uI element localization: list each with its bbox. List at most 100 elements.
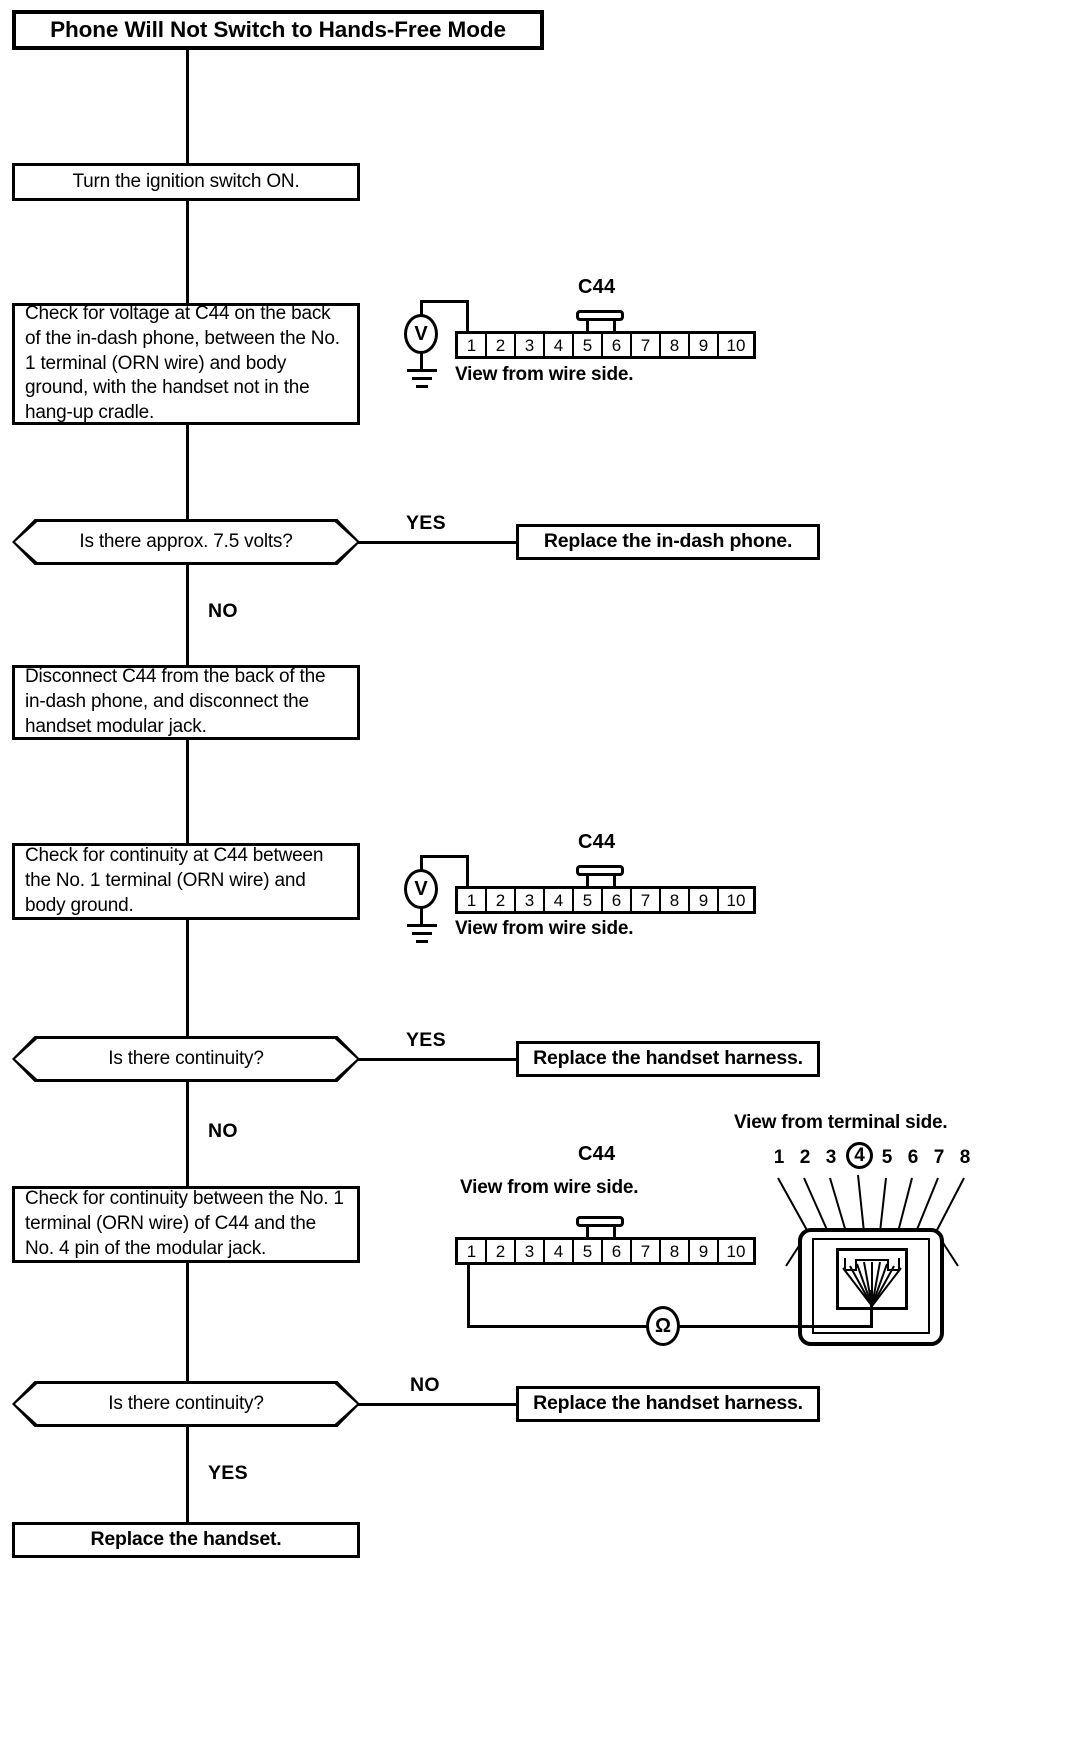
voltmeter-2: V <box>404 869 438 909</box>
ground-bar-1c-1 <box>416 385 428 388</box>
step-disconnect-box: Disconnect C44 from the back of the in-d… <box>12 665 360 740</box>
branch-label-yes-1: YES <box>406 512 446 534</box>
connector-pin: 1 <box>458 889 487 911</box>
voltmeter-1-lead-up <box>420 300 423 316</box>
outcome-replace-phone-text: Replace the in-dash phone. <box>543 530 793 553</box>
ground-bar-1c-2 <box>416 940 428 943</box>
step-check-continuity-ground-box: Check for continuity at C44 between the … <box>12 843 360 920</box>
connector-pin: 2 <box>487 1240 516 1262</box>
branch-label-no-2: NO <box>208 1120 238 1142</box>
voltmeter-1-ground-stem <box>420 352 423 370</box>
connector-pin: 10 <box>726 1241 746 1261</box>
connector-pin: 4 <box>545 334 574 356</box>
connector-latch-stem-right-1 <box>613 320 616 333</box>
connector-latch-stem-left-3 <box>586 1226 589 1239</box>
connector-pin: 8 <box>661 334 690 356</box>
voltmeter-1: V <box>404 314 438 354</box>
caption-view-wire-side-2: View from wire side. <box>455 918 634 939</box>
ground-bar-1b-1 <box>412 377 432 380</box>
caption-view-wire-side-3: View from wire side. <box>460 1177 639 1198</box>
decision-continuity-2-label: Is there continuity? <box>108 1393 264 1414</box>
connector-pin: 7 <box>632 1240 661 1262</box>
jack-pin-number: 1 <box>773 1147 785 1168</box>
connector-pin: 6 <box>603 334 632 356</box>
connector-pin: 1 <box>458 1240 487 1262</box>
branch-label-yes-2: YES <box>406 1029 446 1051</box>
ohm-lead-left-horizontal <box>467 1325 649 1328</box>
connector-line-voltage-decision1 <box>186 425 189 521</box>
decision-continuity-1-hexagon: Is there continuity? <box>12 1036 360 1082</box>
connector-line-decision1-disconnect <box>186 563 189 668</box>
jack-pin-number: 7 <box>933 1147 945 1168</box>
connector-line-ignition-voltage <box>186 201 189 305</box>
connector-pin: 5 <box>574 334 603 356</box>
connector-pin: 3 <box>516 1240 545 1262</box>
step-ignition-text: Turn the ignition switch ON. <box>72 170 300 192</box>
connector-pin: 5 <box>574 1240 603 1262</box>
step-ignition-box: Turn the ignition switch ON. <box>12 163 360 201</box>
connector-line-disconnect-continuity <box>186 740 189 845</box>
connector-pin: 7 <box>632 334 661 356</box>
decision-voltage-hexagon: Is there approx. 7.5 volts? <box>12 519 360 565</box>
ohm-lead-right-horizontal <box>679 1325 873 1328</box>
connector-pin: 4 <box>545 889 574 911</box>
connector-latch-stem-left-1 <box>586 320 589 333</box>
step-check-voltage-text: Check for voltage at C44 on the back of … <box>25 303 340 424</box>
decision-continuity-1-label: Is there continuity? <box>108 1048 264 1069</box>
ground-bar-1b-2 <box>412 932 432 935</box>
branch-label-yes-3: YES <box>208 1462 248 1484</box>
ohm-lead-to-jack <box>870 1290 873 1327</box>
step-check-continuity-jack-box: Check for continuity between the No. 1 t… <box>12 1186 360 1263</box>
connector-pin: 9 <box>690 1240 719 1262</box>
connector-pin: 4 <box>545 1240 574 1262</box>
jack-pin-number: 2 <box>799 1147 811 1168</box>
step-check-continuity-ground-text: Check for continuity at C44 between the … <box>25 845 324 916</box>
decision-voltage-inner <box>15 522 357 562</box>
outcome-replace-handset-text: Replace the handset. <box>90 1528 282 1551</box>
branch-line-no-3 <box>358 1403 518 1406</box>
voltmeter-1-lead-to-pin1 <box>466 300 469 333</box>
ohm-lead-from-pin1 <box>467 1264 470 1327</box>
step-disconnect-text: Disconnect C44 from the back of the in-d… <box>25 666 326 737</box>
connector-pin: 6 <box>603 889 632 911</box>
jack-pin-number: 8 <box>959 1147 971 1168</box>
connector-pin: 9 <box>690 889 719 911</box>
connector-line-continuity-decision2 <box>186 920 189 1038</box>
connector-c44-pins-3: 1 2 3 4 5 6 7 8 9 10 <box>455 1237 756 1265</box>
outcome-replace-handset-box: Replace the handset. <box>12 1522 360 1558</box>
page-title: Phone Will Not Switch to Hands-Free Mode <box>50 17 506 43</box>
voltmeter-2-lead-up <box>420 855 423 871</box>
connector-c44-pins-1: 1 2 3 4 5 6 7 8 9 10 <box>455 331 756 359</box>
outcome-replace-harness-2-text: Replace the handset harness. <box>533 1392 803 1415</box>
connector-line-continuity2-decision3 <box>186 1262 189 1383</box>
connector-line-title-ignition <box>186 50 189 165</box>
connector-pin: 2 <box>487 334 516 356</box>
connector-pin: 5 <box>574 889 603 911</box>
decision-voltage-label: Is there approx. 7.5 volts? <box>79 531 293 552</box>
outcome-replace-harness-1-box: Replace the handset harness. <box>516 1041 820 1077</box>
voltmeter-2-lead-to-pin1 <box>466 855 469 888</box>
ground-bar-1a-2 <box>407 924 437 927</box>
decision-continuity-2-hexagon: Is there continuity? <box>12 1381 360 1427</box>
connector-pin: 10 <box>726 335 746 355</box>
connector-latch-bar-2 <box>576 865 624 876</box>
outcome-replace-phone-box: Replace the in-dash phone. <box>516 524 820 560</box>
connector-latch-stem-right-2 <box>613 875 616 888</box>
connector-label-c44-2: C44 <box>578 831 616 853</box>
decision-continuity-1-inner <box>15 1039 357 1079</box>
jack-pin-number: 3 <box>825 1147 837 1168</box>
connector-latch-bar-1 <box>576 310 624 321</box>
connector-pin: 7 <box>632 889 661 911</box>
connector-label-c44-1: C44 <box>578 276 616 298</box>
caption-view-wire-side-1: View from wire side. <box>455 364 634 385</box>
ground-bar-1a-1 <box>407 369 437 372</box>
voltmeter-2-lead-top <box>420 855 469 858</box>
connector-pin: 3 <box>516 334 545 356</box>
jack-pin-number-highlighted: 4 <box>846 1142 873 1169</box>
connector-pin: 8 <box>661 889 690 911</box>
voltmeter-2-ground-stem <box>420 907 423 925</box>
connector-pin: 8 <box>661 1240 690 1262</box>
ohmmeter: Ω <box>646 1306 680 1346</box>
jack-pin-number: 6 <box>907 1147 919 1168</box>
